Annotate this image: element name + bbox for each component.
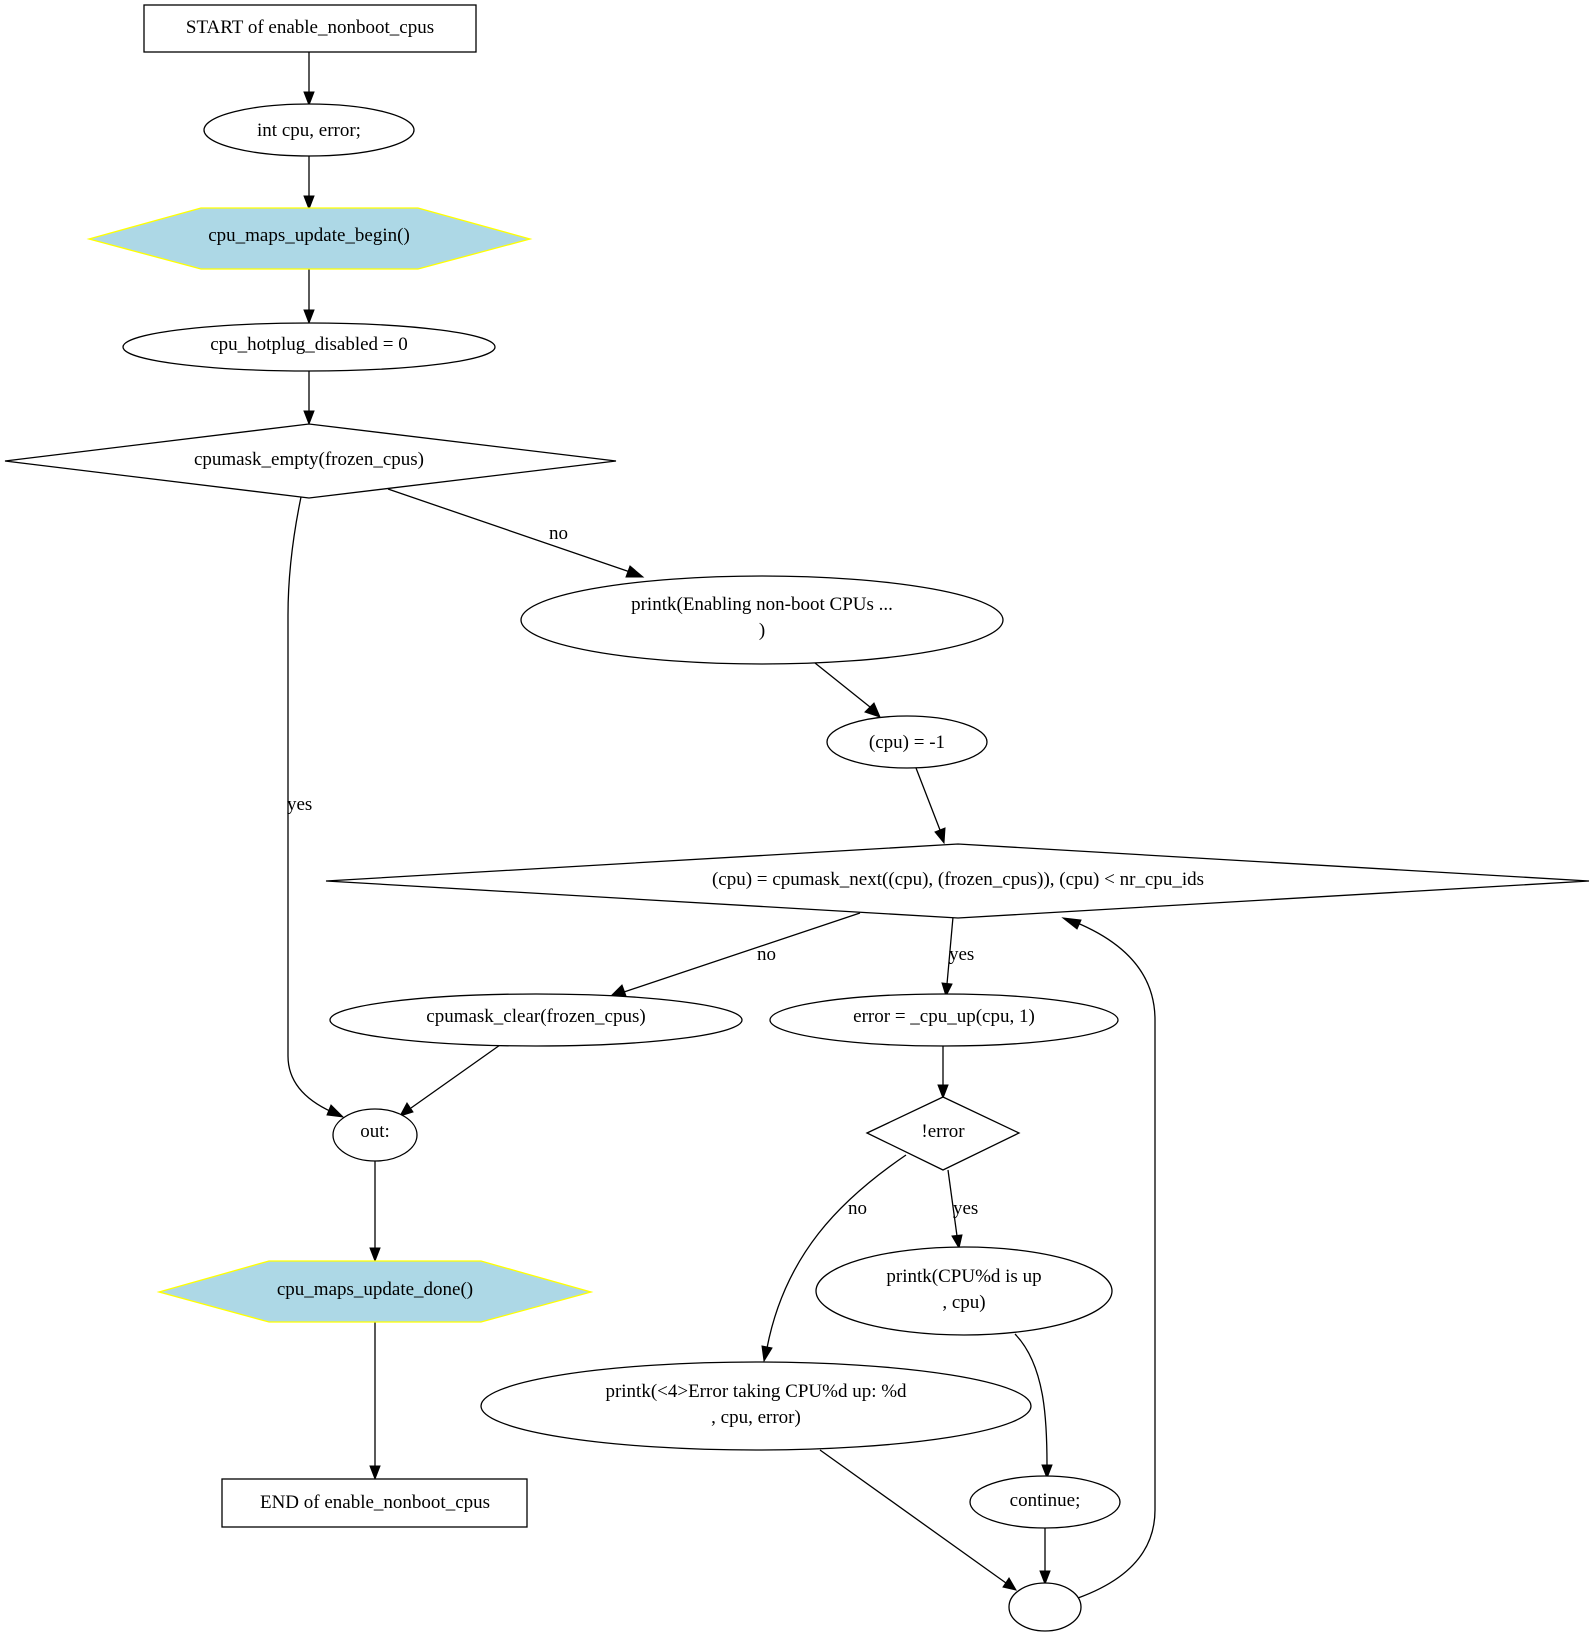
edge-error-printk-up-arrow bbox=[951, 1234, 963, 1250]
edge-clear-out bbox=[410, 1044, 501, 1109]
node-error-check: !error bbox=[865, 1096, 1021, 1171]
node-empty-check-diamond bbox=[4, 423, 617, 499]
edge-empty-printk-enable bbox=[387, 488, 634, 574]
node-continue-ellipse bbox=[969, 1475, 1121, 1529]
node-end-label: END of enable_nonboot_cpus bbox=[260, 1492, 490, 1513]
node-clear: cpumask_clear(frozen_cpus) bbox=[329, 993, 743, 1047]
edge-loop-clear-arrow bbox=[609, 984, 627, 997]
node-cpu-init: (cpu) = -1 bbox=[826, 715, 988, 769]
edge-labels: no yes no yes no yes bbox=[287, 523, 978, 1219]
node-maps-done-label: cpu_maps_update_done() bbox=[277, 1279, 473, 1300]
node-end: END of enable_nonboot_cpus bbox=[221, 1478, 528, 1528]
node-printk-enable-label-line2: ) bbox=[759, 620, 765, 641]
node-maps-begin-hexagon bbox=[86, 207, 533, 270]
node-decl-ellipse bbox=[203, 103, 415, 157]
node-cpu-init-ellipse bbox=[826, 715, 988, 769]
edge-label-empty-yes: yes bbox=[287, 794, 312, 815]
edge-error-printk-err-arrow bbox=[761, 1345, 773, 1363]
edge-printk-enable-cpu-init-arrow bbox=[864, 702, 881, 718]
edge-cpu-init-loop bbox=[915, 767, 941, 831]
node-out-label: out: bbox=[360, 1121, 390, 1142]
edge-cpu-init-loop-arrow bbox=[934, 827, 946, 845]
edge-continue-join-arrow bbox=[1039, 1570, 1051, 1586]
edge-empty-out-arrow bbox=[326, 1104, 345, 1118]
edge-maps-begin-hotplug-arrow bbox=[303, 309, 315, 325]
node-maps-begin: cpu_maps_update_begin() bbox=[86, 207, 533, 270]
node-empty-check: cpumask_empty(frozen_cpus) bbox=[4, 423, 617, 499]
node-hotplug: cpu_hotplug_disabled = 0 bbox=[122, 322, 496, 372]
edge-maps-done-end-arrow bbox=[369, 1465, 381, 1481]
node-maps-done: cpu_maps_update_done() bbox=[156, 1260, 594, 1323]
node-printk-up-ellipse bbox=[815, 1246, 1113, 1336]
edge-out-maps-done-arrow bbox=[369, 1247, 381, 1263]
node-empty-check-label: cpumask_empty(frozen_cpus) bbox=[194, 449, 424, 470]
node-printk-up-label-line1: printk(CPU%d is up bbox=[886, 1266, 1041, 1287]
edge-label-loop-no: no bbox=[757, 944, 776, 965]
edges bbox=[287, 52, 1156, 1599]
node-loop-cond: (cpu) = cpumask_next((cpu), (frozen_cpus… bbox=[325, 843, 1590, 919]
edge-label-empty-no: no bbox=[549, 523, 568, 544]
node-join bbox=[1008, 1582, 1082, 1632]
edge-error-printk-err bbox=[766, 1154, 907, 1349]
edge-join-loop-back-arrow bbox=[1061, 917, 1082, 930]
edge-printk-up-continue bbox=[1014, 1333, 1048, 1466]
node-printk-err-ellipse bbox=[480, 1361, 1032, 1451]
node-printk-err-label-line1: printk(<4>Error taking CPU%d up: %d bbox=[605, 1381, 907, 1402]
node-hotplug-ellipse bbox=[122, 322, 496, 372]
node-error-check-label: !error bbox=[921, 1121, 965, 1142]
edge-clear-out-arrow bbox=[398, 1102, 414, 1117]
node-printk-err: printk(<4>Error taking CPU%d up: %d , cp… bbox=[480, 1361, 1032, 1451]
node-loop-cond-label: (cpu) = cpumask_next((cpu), (frozen_cpus… bbox=[712, 869, 1204, 890]
node-continue: continue; bbox=[969, 1475, 1121, 1529]
node-start: START of enable_nonboot_cpus bbox=[143, 4, 477, 53]
node-hotplug-label: cpu_hotplug_disabled = 0 bbox=[210, 334, 408, 355]
node-printk-enable: printk(Enabling non-boot CPUs ... ) bbox=[520, 575, 1004, 665]
node-clear-label: cpumask_clear(frozen_cpus) bbox=[426, 1006, 645, 1027]
edge-hotplug-empty-arrow bbox=[303, 410, 315, 426]
edge-label-error-no: no bbox=[848, 1198, 867, 1219]
node-cpu-up-ellipse bbox=[769, 993, 1119, 1047]
node-printk-up-label-line2: , cpu) bbox=[942, 1292, 985, 1313]
node-cpu-up-label: error = _cpu_up(cpu, 1) bbox=[853, 1006, 1035, 1027]
node-loop-cond-diamond bbox=[325, 843, 1590, 919]
edge-cpu-up-error-arrow bbox=[937, 1084, 949, 1100]
node-printk-err-label-line2: , cpu, error) bbox=[711, 1407, 801, 1428]
node-out-ellipse bbox=[332, 1108, 418, 1162]
node-continue-label: continue; bbox=[1010, 1490, 1081, 1511]
node-cpu-up: error = _cpu_up(cpu, 1) bbox=[769, 993, 1119, 1047]
node-out: out: bbox=[332, 1108, 418, 1162]
edge-printk-err-join bbox=[819, 1449, 1007, 1584]
edge-start-decl-arrow bbox=[303, 91, 315, 107]
node-end-box bbox=[221, 1478, 528, 1528]
edge-printk-err-join-arrow bbox=[1002, 1577, 1018, 1591]
edge-error-printk-up bbox=[947, 1169, 958, 1237]
edge-printk-up-continue-arrow bbox=[1041, 1464, 1053, 1480]
node-start-label: START of enable_nonboot_cpus bbox=[186, 17, 434, 38]
node-clear-ellipse bbox=[329, 993, 743, 1047]
edge-label-loop-yes: yes bbox=[949, 944, 974, 965]
edge-loop-cpu-up-arrow bbox=[941, 982, 953, 998]
node-maps-begin-label: cpu_maps_update_begin() bbox=[208, 225, 410, 246]
node-decl-label: int cpu, error; bbox=[257, 120, 361, 141]
edge-empty-printk-enable-arrow bbox=[625, 565, 645, 578]
node-printk-enable-label-line1: printk(Enabling non-boot CPUs ... bbox=[631, 594, 893, 615]
edge-empty-out bbox=[287, 496, 333, 1113]
node-start-box bbox=[143, 4, 477, 53]
edge-loop-clear bbox=[623, 912, 861, 993]
node-join-ellipse bbox=[1008, 1582, 1082, 1632]
node-cpu-init-label: (cpu) = -1 bbox=[869, 732, 945, 753]
node-maps-done-hexagon bbox=[156, 1260, 594, 1323]
edge-label-error-yes: yes bbox=[953, 1198, 978, 1219]
node-error-check-diamond bbox=[865, 1096, 1021, 1171]
edge-decl-maps-begin-arrow bbox=[303, 195, 315, 211]
edge-join-loop-back bbox=[1074, 921, 1156, 1599]
node-printk-enable-ellipse bbox=[520, 575, 1004, 665]
node-printk-up: printk(CPU%d is up , cpu) bbox=[815, 1246, 1113, 1336]
node-decl: int cpu, error; bbox=[203, 103, 415, 157]
edge-loop-cpu-up bbox=[946, 916, 954, 985]
edge-printk-enable-cpu-init bbox=[814, 662, 871, 708]
